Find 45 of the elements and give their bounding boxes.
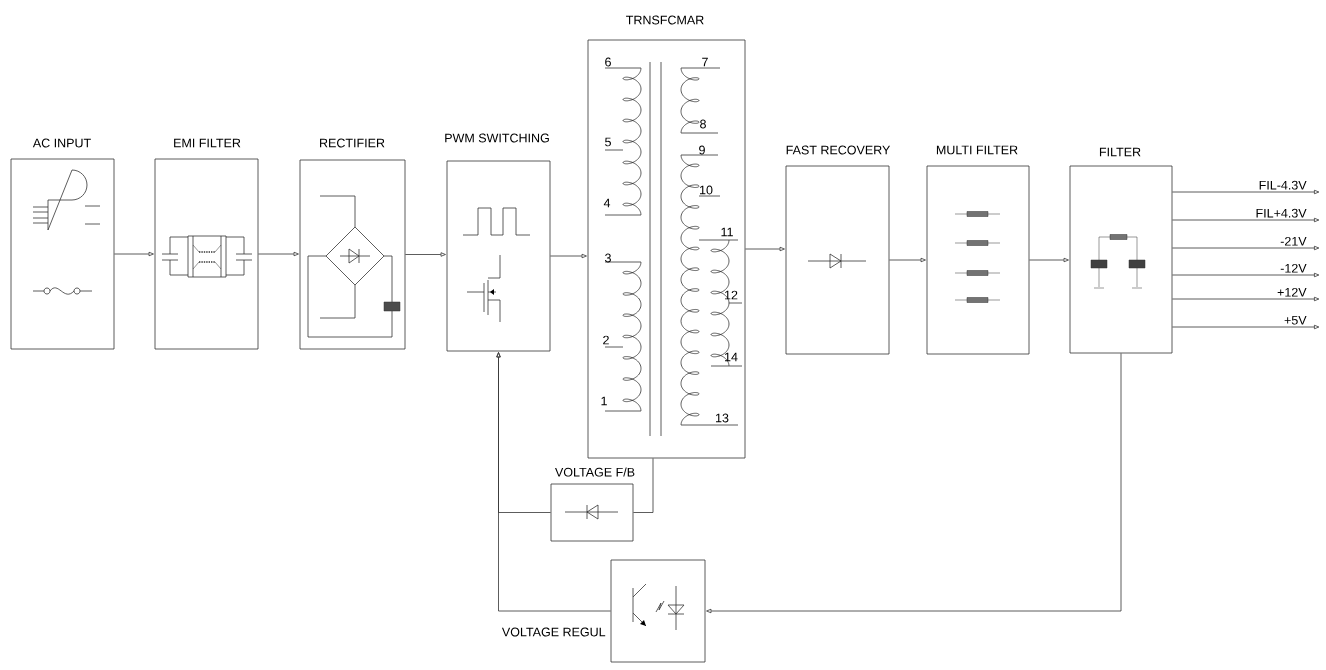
terminal-number: 3	[605, 253, 611, 263]
terminal-number: 14	[725, 352, 738, 362]
terminal-number: 8	[700, 119, 706, 129]
arrow	[745, 246, 785, 252]
block-title: VOLTAGE REGUL	[501, 627, 606, 637]
terminal-number: 12	[725, 290, 738, 300]
arrow	[550, 253, 587, 259]
terminal-number: 4	[603, 198, 611, 208]
terminal-number: 7	[702, 57, 708, 67]
arrow	[706, 353, 1122, 614]
block-title: AC INPUT	[32, 138, 91, 148]
output-voltage-label: -21V	[1280, 236, 1307, 246]
arrow	[114, 251, 154, 257]
arrow	[1172, 324, 1320, 330]
arrow	[1172, 217, 1320, 223]
terminal-number: 11	[721, 227, 733, 237]
block-title: TRNSFCMAR	[626, 15, 704, 25]
terminal-number: 1	[601, 396, 607, 406]
output-voltage-label: FIL+4.3V	[1256, 208, 1307, 218]
output-voltage-label: +5V	[1284, 315, 1307, 325]
arrow	[1029, 257, 1069, 263]
block-title: MULTI FILTER	[936, 145, 1018, 155]
output-voltage-label: FIL-4.3V	[1259, 180, 1307, 190]
block-title: EMI FILTER	[174, 138, 241, 148]
terminal-number: 13	[716, 413, 729, 423]
arrow	[1172, 189, 1320, 195]
arrow	[1172, 245, 1320, 251]
arrow	[889, 257, 926, 263]
arrow	[1172, 272, 1320, 278]
terminal-number: 6	[605, 57, 611, 67]
output-voltage-label: +12V	[1277, 287, 1307, 297]
arrow	[496, 352, 611, 612]
block-title: RECTIFIER	[320, 138, 385, 148]
terminal-number: 10	[700, 185, 713, 195]
arrow	[258, 251, 299, 257]
output-voltage-label: -12V	[1280, 263, 1307, 273]
arrow	[405, 252, 446, 257]
terminal-number: 5	[605, 137, 611, 147]
arrow	[1172, 296, 1320, 302]
block-title: FAST RECOVERY	[786, 145, 891, 155]
terminal-number: 2	[603, 335, 609, 345]
terminal-number: 9	[699, 145, 705, 155]
block-title: VOLTAGE F/B	[555, 467, 635, 477]
block-title: PWM SWITCHING	[445, 133, 549, 143]
block-title: FILTER	[1099, 147, 1141, 157]
